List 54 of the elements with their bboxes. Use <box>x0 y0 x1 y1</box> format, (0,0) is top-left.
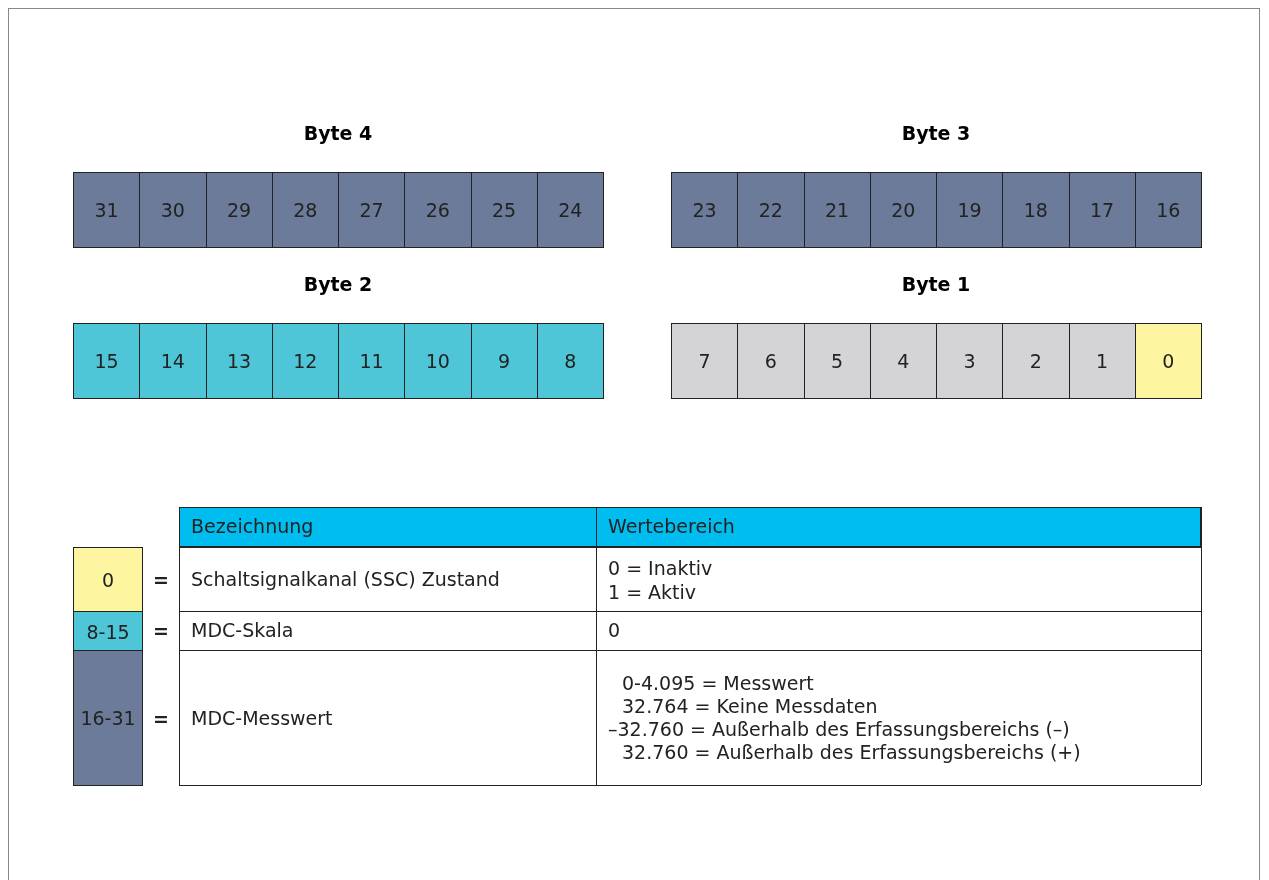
bit-cell: 8 <box>536 323 604 399</box>
byte-heading: Byte 3 <box>900 122 972 144</box>
value-line: 0-4.095 = Messwert <box>621 672 814 694</box>
table-header-text: Bezeichnung <box>191 515 314 537</box>
table-cell-text: MDC-Messwert <box>191 707 333 729</box>
bit-cell: 11 <box>338 323 406 399</box>
bit-cell: 14 <box>139 323 207 399</box>
value-line: 0 = Inaktiv <box>608 557 713 579</box>
bit-cell: 19 <box>936 172 1004 248</box>
equals-sign: = <box>153 708 169 730</box>
table-header-text: Wertebereich <box>608 515 735 537</box>
bit-cell: 16 <box>1134 172 1202 248</box>
bit-cell: 10 <box>404 323 472 399</box>
equals-sign: = <box>153 620 169 642</box>
bit-cell: 21 <box>803 172 871 248</box>
bit-cell: 1 <box>1068 323 1136 399</box>
bit-cell: 13 <box>205 323 273 399</box>
byte-heading: Byte 1 <box>900 273 972 295</box>
bit-range-box: 16-31 <box>73 650 143 786</box>
bit-cell: 30 <box>139 172 207 248</box>
bit-cell: 27 <box>338 172 406 248</box>
bit-cell: 15 <box>73 323 141 399</box>
bit-cell: 24 <box>536 172 604 248</box>
bit-cell: 20 <box>869 172 937 248</box>
value-line: –32.760 = Außerhalb des Erfassungsbereichs (–) <box>608 718 1070 740</box>
bit-cell: 12 <box>271 323 339 399</box>
bit-cell: 23 <box>671 172 739 248</box>
equals-sign: = <box>153 569 169 591</box>
bit-cell: 4 <box>869 323 937 399</box>
value-line: 1 = Aktiv <box>608 581 697 603</box>
table-cell-text: Schaltsignalkanal (SSC) Zustand <box>191 568 500 590</box>
bit-cell: 6 <box>737 323 805 399</box>
bit-cell: 25 <box>470 172 538 248</box>
bit-cell: 17 <box>1068 172 1136 248</box>
bit-cell: 26 <box>404 172 472 248</box>
value-line: 0 <box>608 619 621 641</box>
bit-cell: 29 <box>205 172 273 248</box>
value-line: 32.764 = Keine Messdaten <box>621 695 878 717</box>
bit-cell: 28 <box>271 172 339 248</box>
bit-cell: 9 <box>470 323 538 399</box>
bit-cell: 7 <box>671 323 739 399</box>
bit-cell: 5 <box>803 323 871 399</box>
value-line: 32.760 = Außerhalb des Erfassungsbereichs (+) <box>621 741 1081 763</box>
bit-cell: 18 <box>1002 172 1070 248</box>
bit-cell: 22 <box>737 172 805 248</box>
bit-cell: 31 <box>73 172 141 248</box>
byte-heading: Byte 2 <box>302 273 374 295</box>
byte-heading: Byte 4 <box>302 122 374 144</box>
bit-range-box: 8-15 <box>73 611 143 652</box>
bit-range-box: 0 <box>73 547 143 613</box>
bit-cell: 0 <box>1134 323 1202 399</box>
table-cell-text: MDC-Skala <box>191 619 294 641</box>
bit-cell: 2 <box>1002 323 1070 399</box>
bit-cell: 3 <box>936 323 1004 399</box>
